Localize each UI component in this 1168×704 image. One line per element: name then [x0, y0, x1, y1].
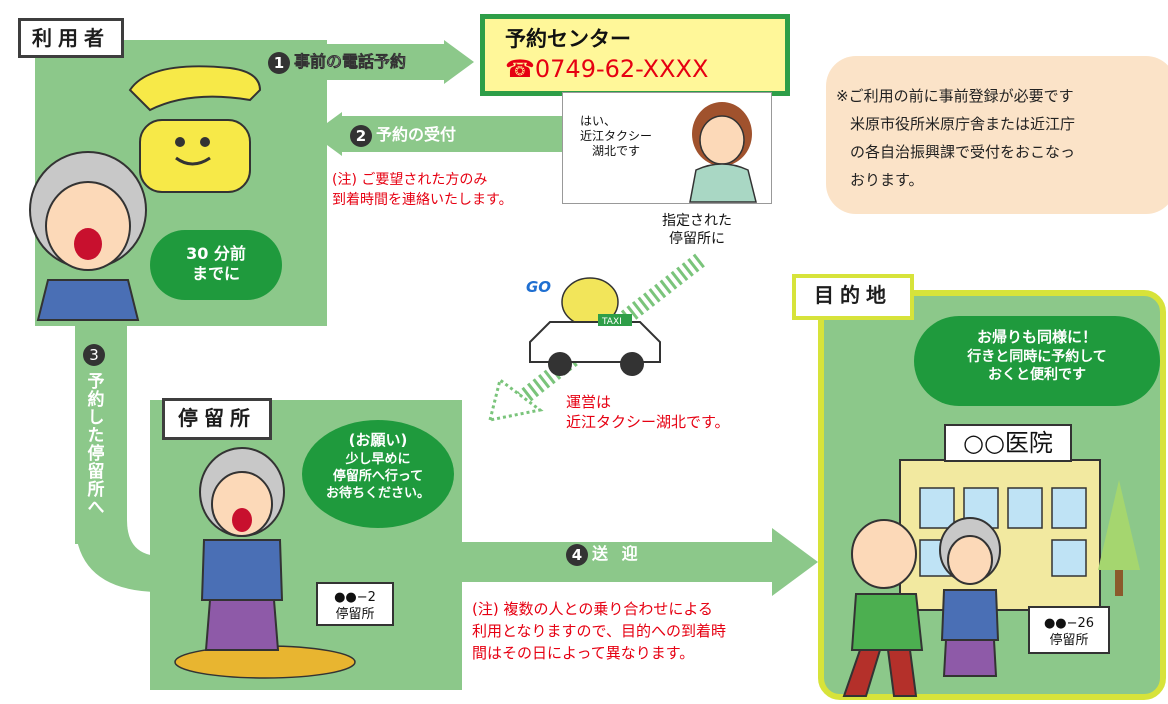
- return-title: お帰りも同様に！: [976, 328, 1097, 346]
- stop-sign-26: ●●−26 停留所: [1028, 606, 1110, 654]
- stop-sign-2: ●●−2 停留所: [316, 582, 394, 626]
- note-2-line-3: 間はその日によって異なります。: [472, 644, 695, 662]
- registration-line-3: の各自治振興課で受付をおこなっ: [850, 143, 1076, 161]
- taxi-icon: GO TAXI: [526, 277, 661, 376]
- step-3-number: 3: [83, 344, 105, 366]
- taxi-sign-text: TAXI: [601, 317, 622, 327]
- speech-line-1: はい、: [580, 114, 617, 128]
- stop-sign-2-text: 停留所: [335, 607, 375, 622]
- hospital-building-icon: [899, 459, 1101, 611]
- bubble-line-2: までに: [191, 264, 240, 283]
- user-label: 利用者: [18, 18, 124, 58]
- request-bubble: (お願い) 少し早めに 停留所へ行って お待ちください。: [302, 420, 454, 528]
- request-line-3: お待ちください。: [325, 486, 430, 501]
- destination-label: 目的地: [792, 274, 914, 320]
- registration-note: ※ご利用の前に事前登録が必要です 米原市役所米原庁舎または近江庁 の各自治振興課…: [836, 82, 1075, 194]
- step-3-label: 3 予約した停留所へ: [80, 344, 108, 516]
- request-line-1: 少し早めに: [345, 452, 411, 467]
- bubble-line-1: 30 分前: [186, 244, 246, 263]
- reservation-center-title: 予約センター: [505, 27, 631, 51]
- request-line-2: 停留所へ行って: [332, 469, 424, 484]
- step-4-arrow: [460, 528, 818, 596]
- step-1-number: 1: [268, 51, 290, 74]
- stop-sign-2-number: ●●−2: [334, 590, 376, 605]
- operator-line-1: 運営は: [566, 393, 612, 411]
- request-title: (お願い): [348, 431, 408, 449]
- step-1-arrow: [262, 40, 474, 84]
- hospital-sign: ○○医院: [944, 424, 1072, 462]
- registration-box: [826, 56, 1168, 214]
- reservation-center-phone: ☎0749-62-XXXX: [505, 55, 709, 83]
- reservation-center-box: 予約センター ☎0749-62-XXXX: [480, 14, 790, 96]
- speech-line-3: 湖北です: [592, 144, 641, 158]
- tree-icon: [1098, 480, 1140, 596]
- registration-line-2: 米原市役所米原庁舎または近江庁: [850, 115, 1076, 133]
- note-2-line-1: (注) 複数の人との乗り合わせによる: [472, 600, 713, 618]
- step-4-text: 送 迎: [592, 544, 642, 563]
- telephone-icon: [128, 65, 262, 193]
- step-1-text: 事前の電話予約: [294, 52, 407, 72]
- stop-sign-26-number: ●●−26: [1043, 616, 1095, 631]
- return-line-2: おくと便利です: [988, 367, 1086, 383]
- thirty-minutes-bubble: 30 分前 までに: [150, 230, 282, 300]
- elderly-couple-icon: [842, 517, 1001, 697]
- operator-speech: はい、 近江タクシー 湖北です: [580, 114, 652, 159]
- waiting-grandmother-icon: [174, 447, 356, 679]
- grandmother-icon: [29, 151, 147, 321]
- return-bubble: お帰りも同様に！ 行きと同時に予約して おくと便利です: [914, 316, 1160, 406]
- operator-line-2: 近江タクシー湖北です。: [566, 413, 730, 431]
- note-2-line-2: 利用となりますので、目的への到着時: [472, 622, 726, 640]
- designated-line-1: 指定された: [662, 213, 732, 229]
- step-4-number: 4: [566, 543, 588, 566]
- step-2-arrow: [312, 112, 566, 156]
- note-2: (注) 複数の人との乗り合わせによる 利用となりますので、目的への到着時 間はそ…: [472, 598, 726, 664]
- operator-text: 運営は 近江タクシー湖北です。: [566, 392, 730, 432]
- note-1-line-2: 到着時間を連絡いたします。: [332, 192, 513, 208]
- designated-line-2: 停留所に: [669, 231, 725, 247]
- stop-sign-26-text: 停留所: [1049, 633, 1089, 648]
- note-1: (注) ご要望された方のみ 到着時間を連絡いたします。: [332, 170, 513, 210]
- taxi-go-text: GO: [526, 278, 551, 296]
- operator-woman-icon: [689, 102, 757, 203]
- speech-line-2: 近江タクシー: [580, 129, 653, 143]
- registration-line-1: ※ご利用の前に事前登録が必要です: [836, 87, 1074, 105]
- return-line-1: 行きと同時に予約して: [967, 349, 1107, 365]
- step-2-number: 2: [350, 124, 372, 147]
- stop-label: 停留所: [162, 398, 272, 440]
- designated-stop-text: 指定された 停留所に: [662, 212, 732, 248]
- step-2-text: 予約の受付: [376, 125, 457, 144]
- step-3-text: 予約した停留所へ: [83, 372, 104, 516]
- registration-line-4: おります。: [850, 171, 924, 189]
- note-1-line-1: (注) ご要望された方のみ: [332, 172, 488, 188]
